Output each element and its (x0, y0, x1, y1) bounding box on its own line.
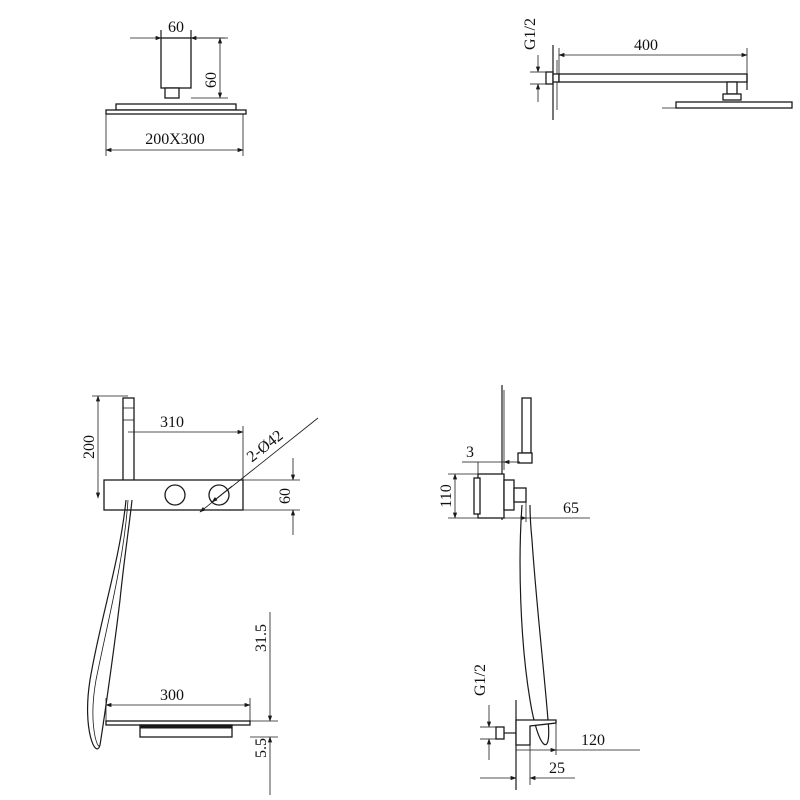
dim-head-size: 200X300 (145, 131, 205, 148)
head-joint (726, 81, 738, 95)
dim-wall-gap: 3 (466, 444, 474, 461)
hand-shower (122, 397, 135, 487)
spout-inlet (495, 726, 505, 740)
knob-left (164, 484, 186, 506)
arm-connector (164, 87, 180, 99)
box-back (473, 477, 481, 515)
valve-side-view: 3 110 65 (438, 385, 590, 746)
shower-plate (115, 103, 237, 111)
dim-spout-projection: 120 (581, 732, 605, 749)
dim-thread-bottom: G1/2 (472, 664, 489, 696)
side-hand-shower (521, 397, 532, 454)
dim-head-arm-height: 60 (203, 72, 220, 88)
shower-head-side (675, 101, 793, 109)
dim-head-arm-width: 60 (168, 19, 184, 36)
concealed-box (477, 473, 505, 519)
dim-arm-length: 400 (634, 37, 658, 54)
dim-valve-length: 310 (160, 414, 184, 431)
head-joint-base (722, 93, 742, 101)
valve-knob-side (513, 487, 527, 503)
spout-slot (139, 724, 233, 729)
dim-spout-base: 25 (549, 760, 565, 777)
dim-box-height: 110 (438, 484, 455, 507)
side-shower-clip (517, 452, 533, 464)
dim-spout-offset-top: 31.5 (253, 624, 270, 652)
dim-spout-thickness: 5.5 (253, 738, 270, 758)
shower-arm-side-view: 400 G1/2 (522, 18, 793, 120)
spout-front-view: 300 31.5 5.5 (105, 612, 278, 795)
dim-spout-width: 300 (160, 687, 184, 704)
shower-arm (558, 73, 748, 83)
wall-fitting (545, 71, 554, 85)
valve-front-view: 200 310 2-Ø42 60 (81, 395, 319, 750)
dim-handheld-height: 200 (81, 435, 98, 459)
hose-left (86, 499, 133, 750)
arm-block (160, 37, 192, 89)
dim-valve-height: 60 (277, 488, 294, 504)
hose-right (519, 504, 550, 746)
spout-side-view: G1/2 120 25 (472, 664, 640, 790)
shower-plate-lower (105, 109, 247, 115)
spout-profile (515, 719, 557, 746)
dim-thread-top: G1/2 (522, 18, 539, 50)
dim-protrusion: 65 (563, 500, 579, 517)
shower-head-front-view: 60 60 200X300 (105, 19, 247, 156)
valve-plate (503, 479, 515, 511)
arm-flange (552, 73, 560, 83)
